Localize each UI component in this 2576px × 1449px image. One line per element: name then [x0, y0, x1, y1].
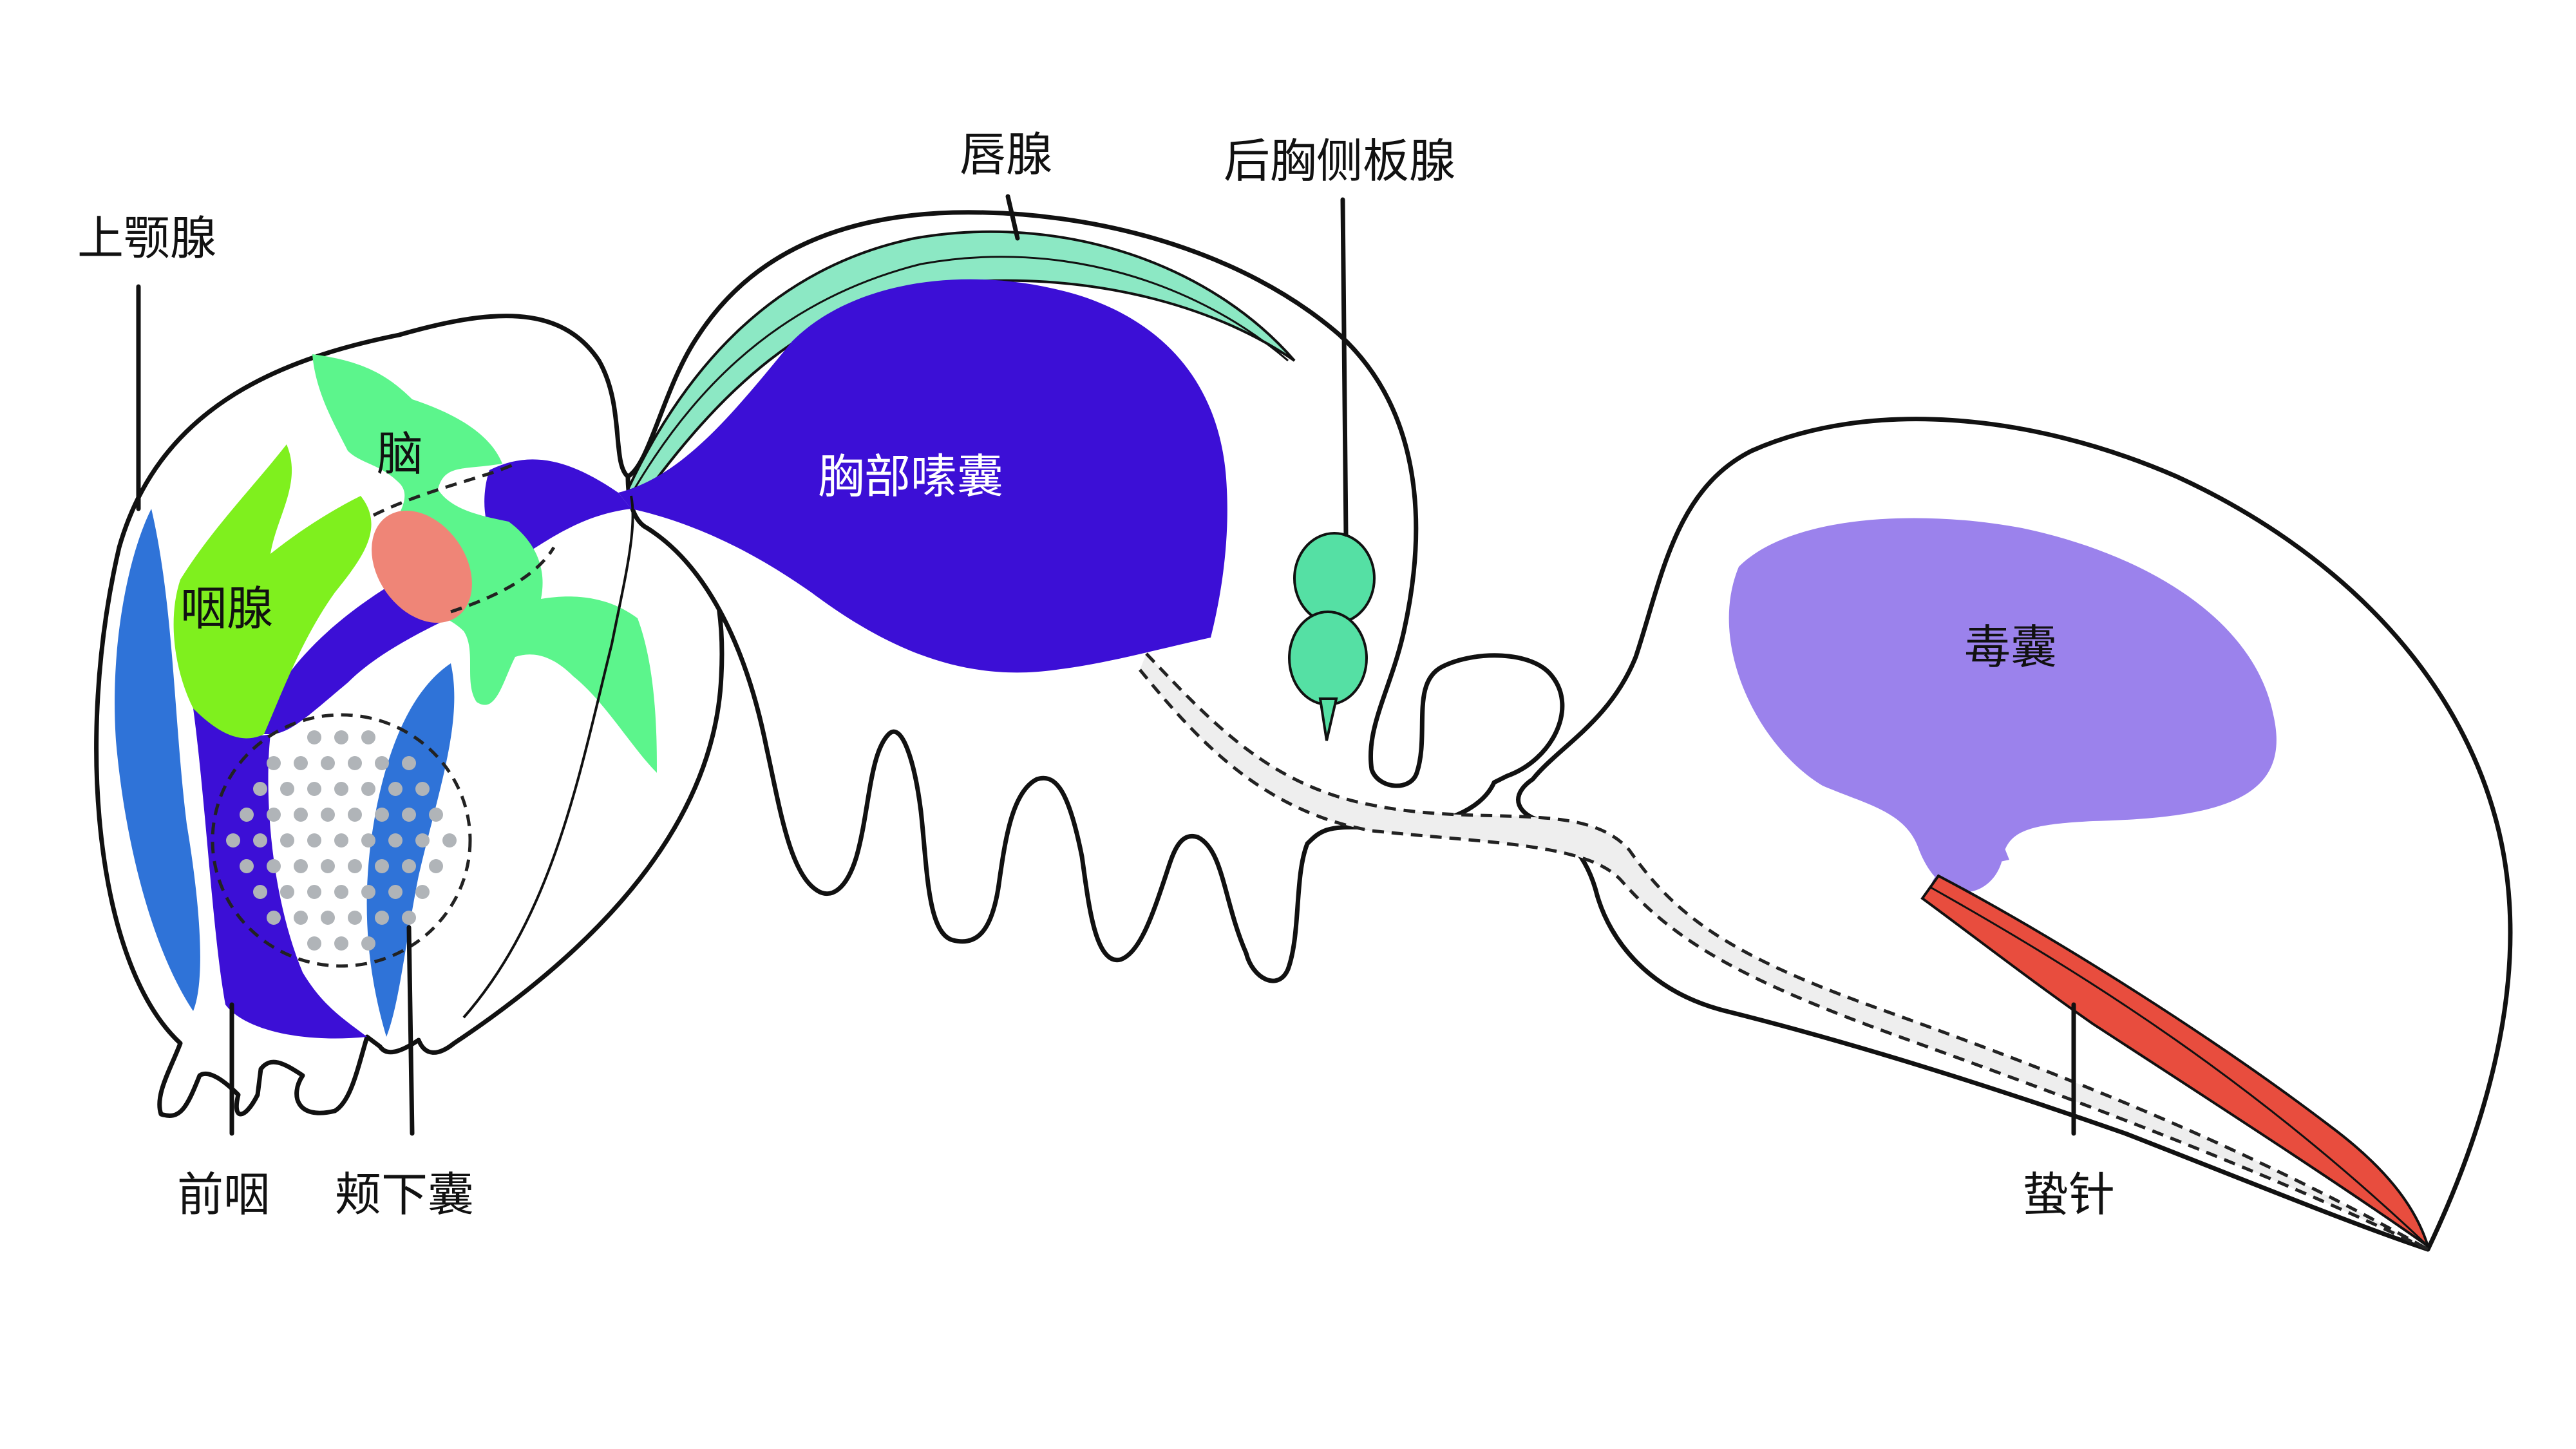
pocket-dot [429, 859, 443, 873]
pocket-dot [321, 808, 335, 822]
pocket-dot [280, 833, 294, 848]
venom-sac [1728, 518, 2277, 893]
pocket-dot [253, 885, 267, 899]
pocket-dot [442, 833, 457, 848]
label-mandibular-gland: 上颚腺 [77, 211, 216, 265]
crop [618, 279, 1227, 673]
pocket-dot [240, 859, 254, 873]
pocket-dot [253, 833, 267, 848]
brain [312, 354, 657, 773]
label-venom-sac: 毒囊 [1964, 620, 2057, 674]
pharynx [193, 708, 367, 1039]
metapleural-gland-lower [1288, 611, 1368, 706]
pocket-dot [267, 808, 281, 822]
venom-duct [1929, 844, 2009, 898]
pocket-dot [321, 911, 335, 925]
alimentary-duct [1140, 654, 2428, 1249]
metapleural-gland-upper [1293, 532, 1376, 625]
pocket-dot [402, 756, 416, 770]
pocket-dot [334, 936, 348, 951]
pocket-dot [307, 885, 321, 899]
pocket-dot [334, 885, 348, 899]
brain-connective-dashed-2 [450, 546, 556, 614]
pocket-dot [294, 808, 308, 822]
label-crop: 胸部嗉囊 [818, 450, 1003, 504]
pocket-dot [280, 782, 294, 796]
label-sting: 蛰针 [2022, 1168, 2115, 1222]
pocket-dot [361, 833, 375, 848]
infrabuccal-pocket-dots [226, 730, 457, 951]
brain-connective-dashed [372, 462, 516, 517]
pocket-dot [415, 885, 430, 899]
metapleural-gland-duct [1318, 697, 1338, 741]
pocket-dot [375, 911, 389, 925]
labial-gland-duct [630, 256, 1289, 495]
pocket-dot [307, 833, 321, 848]
pocket-dot [388, 833, 402, 848]
pocket-dot [307, 730, 321, 744]
pocket-dot [375, 859, 389, 873]
pocket-dot [402, 859, 416, 873]
label-infrabuccal-pocket: 颊下囊 [335, 1168, 474, 1222]
pocket-dot [415, 782, 430, 796]
sting [1920, 874, 2430, 1250]
leader-infrabuccal-pocket [406, 925, 415, 1136]
pocket-dot [361, 936, 375, 951]
pocket-dot [267, 859, 281, 873]
pocket-dot [334, 833, 348, 848]
pharyngeal-gland [173, 444, 372, 739]
pocket-dot [402, 808, 416, 822]
pocket-dot [321, 859, 335, 873]
leader-metapleural-gland [1340, 197, 1349, 537]
pocket-dot [429, 808, 443, 822]
pocket-dot [361, 730, 375, 744]
pocket-dot [240, 808, 254, 822]
pocket-dot [361, 782, 375, 796]
label-pharynx: 前咽 [177, 1168, 270, 1222]
leader-labial-gland [1005, 194, 1020, 241]
pocket-dot [402, 911, 416, 925]
label-brain: 脑 [377, 427, 423, 481]
infrabuccal-pocket [211, 713, 472, 968]
pocket-dot [348, 756, 362, 770]
pocket-dot [267, 911, 281, 925]
duct-upper-line [1145, 652, 2429, 1251]
pocket-dot [348, 911, 362, 925]
label-pharyngeal-gland: 咽腺 [180, 582, 273, 636]
pocket-dot [226, 833, 240, 848]
pocket-dot [361, 885, 375, 899]
pocket-dot [253, 782, 267, 796]
pocket-dot [280, 885, 294, 899]
pocket-dot [267, 756, 281, 770]
pocket-dot [294, 859, 308, 873]
pocket-dot [375, 756, 389, 770]
pocket-dot [388, 885, 402, 899]
pocket-dot [321, 756, 335, 770]
pocket-dot [307, 782, 321, 796]
duct-lower-line [1139, 668, 2429, 1251]
mandibular-gland-front [115, 509, 200, 1011]
pocket-dot [294, 756, 308, 770]
pocket-dot [334, 730, 348, 744]
pocket-dot [294, 911, 308, 925]
pocket-dot [348, 859, 362, 873]
label-metapleural-gland: 后胸侧板腺 [1224, 134, 1455, 188]
pink-organ [372, 510, 472, 623]
pocket-dot [415, 833, 430, 848]
sting-centerline [1930, 886, 2426, 1244]
pocket-dot [334, 782, 348, 796]
label-labial-gland: 唇腺 [960, 128, 1052, 182]
pocket-dot [307, 936, 321, 951]
pocket-dot [348, 808, 362, 822]
pocket-dot [388, 782, 402, 796]
mandibular-gland-rear [366, 663, 455, 1037]
pocket-dot [375, 808, 389, 822]
salivary-duct [462, 495, 634, 1019]
